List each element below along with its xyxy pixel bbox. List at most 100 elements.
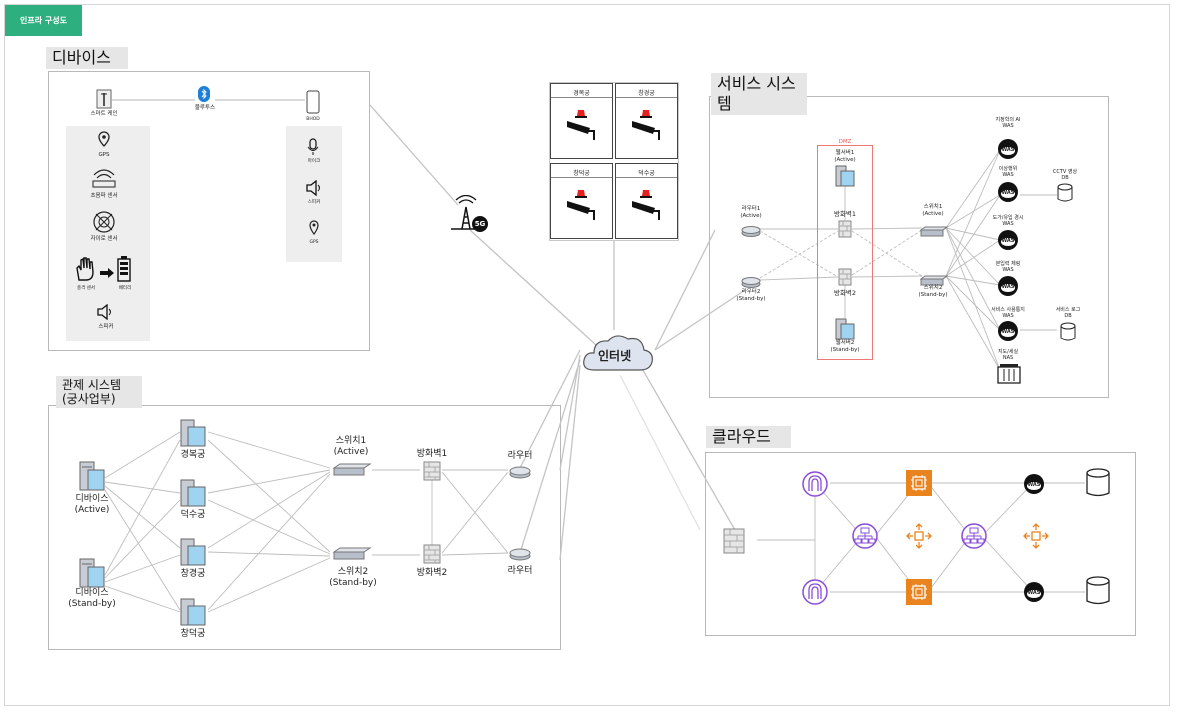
cctv-camera-icon	[629, 104, 663, 144]
was-label: 본입력 체링 WAS	[995, 261, 1021, 273]
palace-server-icon[interactable]	[179, 597, 207, 631]
load-balancer-icon[interactable]	[960, 522, 988, 554]
firewall-icon[interactable]	[838, 220, 852, 242]
device-panel-title: 디바이스	[46, 47, 128, 69]
web2-label: 웹서버2 (Stand-by)	[830, 340, 860, 353]
auto-scaling-icon[interactable]	[906, 523, 932, 553]
was-badge-text: WAS	[1027, 482, 1041, 488]
firewall-icon[interactable]	[423, 461, 441, 485]
gps-icon	[96, 131, 112, 153]
was-badge-icon[interactable]	[997, 229, 1019, 255]
cctv-cell[interactable]: 덕수궁	[615, 163, 678, 239]
load-balancer-icon[interactable]	[851, 522, 879, 554]
control-panel-title: 관제 시스템 (궁사업부)	[56, 376, 142, 408]
ec2-instance-icon[interactable]	[905, 578, 933, 610]
server-icon[interactable]	[78, 557, 106, 593]
switch-icon[interactable]	[919, 271, 949, 290]
router-icon[interactable]	[509, 546, 531, 565]
dmz-label: DMZ	[838, 139, 852, 145]
palace-server-icon[interactable]	[179, 418, 207, 452]
was-label: 지정학의 AI WAS	[995, 117, 1021, 129]
phone-speaker-icon	[305, 179, 323, 200]
cctv-camera-icon	[564, 104, 598, 144]
dmz-zone	[817, 145, 873, 360]
control-router1-label: 라우터	[507, 451, 533, 461]
bluetooth-icon[interactable]	[198, 86, 210, 106]
cctv-cell[interactable]: 경복궁	[550, 83, 613, 159]
web-server-icon[interactable]	[835, 165, 855, 191]
cctv-cell[interactable]: 창경궁	[615, 83, 678, 159]
canvas-frame	[4, 4, 1170, 706]
gyro-sensor-icon	[92, 210, 116, 238]
control-switch2-label: 스위치2 (Stand-by)	[329, 567, 377, 588]
was-badge-text: WAS	[1001, 329, 1015, 335]
switch-icon[interactable]	[919, 222, 949, 241]
cloud-firewall-icon[interactable]	[723, 528, 745, 558]
tower-5g-label: 5G	[474, 220, 486, 228]
database-icon[interactable]	[1057, 183, 1073, 207]
router-icon[interactable]	[741, 222, 761, 241]
palace-label: 창경궁	[180, 569, 206, 579]
switch-icon[interactable]	[332, 546, 372, 565]
web-server-icon[interactable]	[835, 318, 855, 344]
db-label: CCTV 영상 DB	[1052, 169, 1078, 181]
cloud-panel-title: 클라우드	[706, 426, 791, 448]
database-icon[interactable]	[1086, 576, 1110, 610]
bluetooth-label: 블루투스	[194, 105, 216, 111]
mic-icon	[307, 138, 319, 160]
phone-icon[interactable]	[306, 90, 320, 118]
service-fw2-label: 방화벽2	[833, 289, 857, 297]
diagram-tag[interactable]: 인프라 구성도	[5, 5, 82, 36]
service-router1-label: 라우터1 (Active)	[740, 206, 762, 219]
service-fw1-label: 방화벽1	[833, 210, 857, 218]
cell-tower-icon[interactable]	[450, 194, 490, 237]
service-router2-label: 라우터2 (Stand-by)	[736, 289, 766, 302]
ultrasonic-label: 초음파 센서	[90, 193, 118, 199]
was-badge-icon[interactable]	[1022, 581, 1046, 607]
was-badge-icon[interactable]	[1022, 473, 1046, 499]
device-active-label: 디바이스 (Active)	[74, 494, 110, 515]
internet-gateway-icon[interactable]	[801, 470, 829, 502]
internet-label: 인터넷	[598, 349, 632, 363]
cctv-cell[interactable]: 창덕궁	[550, 163, 613, 239]
router-icon[interactable]	[741, 273, 761, 292]
was-badge-text: WAS	[1001, 238, 1015, 244]
smart-cane-icon[interactable]	[96, 89, 112, 113]
auto-scaling-icon[interactable]	[1023, 523, 1049, 553]
router-icon[interactable]	[509, 464, 531, 483]
switch-icon[interactable]	[332, 462, 372, 481]
db-label: 서비스 로그 DB	[1055, 307, 1081, 319]
ec2-instance-icon[interactable]	[905, 469, 933, 501]
firewall-icon[interactable]	[423, 544, 441, 568]
palace-label: 덕수궁	[180, 510, 206, 520]
nas-storage-icon[interactable]	[997, 364, 1021, 388]
was-badge-icon[interactable]	[997, 275, 1019, 301]
was-label: 서비스 사용통지 WAS	[991, 307, 1025, 319]
arrow-right-icon	[100, 263, 114, 282]
cctv-camera-icon	[629, 184, 663, 224]
touch-hand-icon	[74, 256, 96, 286]
palace-label: 창덕궁	[180, 629, 206, 639]
internet-cloud-icon[interactable]	[580, 330, 656, 380]
phone-label: BHOD	[306, 117, 320, 122]
firewall-icon[interactable]	[838, 268, 852, 290]
nas-label: 지도/세실 NAS	[997, 349, 1019, 361]
was-label: 이상행위 WAS	[998, 166, 1018, 178]
service-switch2-label: 스위치2 (Stand-by)	[918, 285, 948, 298]
was-badge-text: WAS	[1001, 190, 1015, 196]
cctv-camera-icon	[564, 184, 598, 224]
server-icon[interactable]	[78, 460, 106, 496]
control-switch1-label: 스위치1 (Active)	[333, 436, 369, 457]
palace-server-icon[interactable]	[179, 478, 207, 512]
was-badge-icon[interactable]	[997, 181, 1019, 207]
service-panel	[709, 96, 1109, 398]
palace-server-icon[interactable]	[179, 537, 207, 571]
database-icon[interactable]	[1060, 322, 1076, 346]
internet-gateway-icon[interactable]	[801, 578, 829, 610]
was-badge-icon[interactable]	[997, 320, 1019, 346]
database-icon[interactable]	[1086, 468, 1110, 502]
control-router2-label: 라우터	[507, 566, 533, 576]
was-badge-icon[interactable]	[997, 138, 1019, 164]
battery-label: 배터리	[118, 286, 132, 291]
